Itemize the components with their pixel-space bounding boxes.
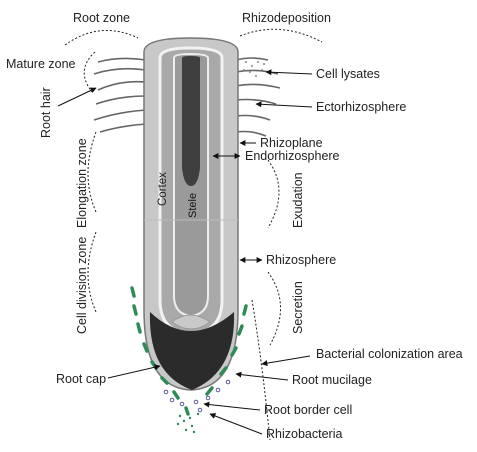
- root-hairs-right: [235, 57, 281, 137]
- root-border-cell-arrow: [203, 401, 261, 411]
- root-body: [143, 37, 239, 391]
- cell-division-zone-label: Cell division zone: [75, 237, 89, 334]
- root-hair-label: Root hair: [39, 87, 53, 138]
- root-border-cell-label: Root border cell: [264, 403, 352, 417]
- rhizosphere-outer-arc: [251, 299, 271, 441]
- root-zone-arc: [64, 29, 139, 46]
- meristem: [171, 314, 211, 330]
- elongation-zone-arc: [87, 131, 97, 213]
- rhizosphere-label: Rhizosphere: [266, 253, 336, 267]
- ectorhizosphere-label: Ectorhizosphere: [316, 100, 406, 114]
- cell-lysates-label: Cell lysates: [316, 67, 380, 81]
- rhizobacteria-arrow: [209, 413, 263, 435]
- root-mucilage-label: Root mucilage: [292, 373, 372, 387]
- rhizodeposition-arc: [239, 28, 323, 43]
- cell-division-zone-arc: [87, 231, 97, 313]
- elongation-zone-label: Elongation zone: [75, 138, 89, 228]
- root-border-cells: [163, 379, 231, 413]
- rhizodeposition-label: Rhizodeposition: [242, 11, 331, 25]
- secretion-label: Secretion: [291, 281, 305, 334]
- rhizobacteria-dashes: [130, 286, 248, 416]
- cell-lysate-dots: [243, 61, 265, 77]
- exudation-label: Exudation: [291, 172, 305, 228]
- root-hair-arrow: [57, 87, 97, 107]
- exudation-arc: [267, 159, 280, 229]
- bacterial-colonization-area-label: Bacterial colonization area: [316, 347, 463, 361]
- mature-zone-arc: [83, 51, 96, 93]
- root-cap-label: Root cap: [56, 372, 106, 386]
- rhizobacteria-label: Rhizobacteria: [266, 427, 342, 441]
- mature-zone-label: Mature zone: [6, 57, 76, 71]
- cortex-label: Cortex: [157, 172, 169, 206]
- rhizoplane-label: Rhizoplane: [260, 136, 323, 150]
- cell-lysates-arrow: [265, 69, 313, 76]
- stele-label: Stele: [187, 193, 199, 218]
- bacterial-colonization-arrow: [261, 355, 311, 367]
- root-cap-shape: [149, 312, 235, 390]
- ectorhizosphere-arrow: [255, 101, 313, 108]
- root-zone-label: Root zone: [73, 11, 130, 25]
- root-hairs-left: [93, 57, 147, 133]
- endorhizosphere-label: Endorhizosphere: [245, 149, 340, 163]
- leader-arrows: [57, 69, 313, 435]
- root-mucilage-arrow: [235, 371, 289, 381]
- root-cap-arrow: [107, 364, 161, 379]
- rhizobacteria-dots: [176, 412, 200, 434]
- secretion-arc: [267, 271, 281, 346]
- stele-core: [182, 56, 200, 186]
